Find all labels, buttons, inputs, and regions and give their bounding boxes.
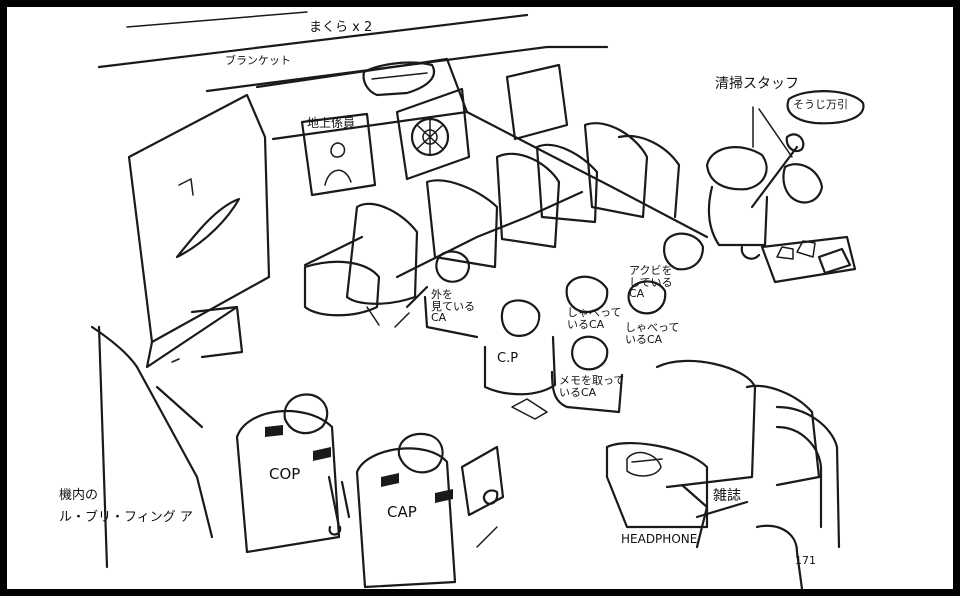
ca-chatting-1-label: しゃべって いるCA (567, 307, 621, 330)
caption-line1: 機内の (59, 488, 99, 503)
ca-memo-line1: メモを取って (559, 374, 625, 387)
headphone-label: HEADPHONE (621, 532, 698, 546)
ca-window-line3: CA (431, 311, 447, 325)
ca-chat1-line1: しゃべって (567, 306, 622, 319)
cp-label: C.P (497, 351, 519, 366)
cleaning-sign-label: そうじ万引 (793, 98, 848, 111)
ca-looking-outside-label: 外を 見ている CA (431, 289, 475, 324)
ca-window-line1: 外を (431, 288, 453, 301)
cop-label: COP (269, 465, 301, 483)
ca-taking-memo-label: メモを取って いるCA (559, 375, 624, 398)
ground-staff-label: 地上係員 (307, 116, 356, 130)
ca-memo-line2: いるCA (559, 385, 597, 399)
ca-chat1-line2: いるCA (567, 317, 605, 331)
ca-makeup-line3: CA (629, 287, 645, 301)
ca-chat2-line2: いるCA (625, 332, 663, 346)
ca-yawning-label: アクビを している CA (629, 265, 673, 300)
cleaning-staff-label: 清掃スタッフ (715, 76, 799, 92)
ca-makeup-line2: している (629, 275, 673, 289)
cabin-sketch (90, 11, 865, 589)
sketch-sheet: まくら x 2 ブランケット 地上係員 清掃スタッフ そうじ万引 外を 見ている… (7, 7, 953, 589)
magazine-label: 雑誌 (713, 488, 741, 504)
ca-chatting-2-label: しゃべって いるCA (625, 322, 679, 345)
ca-chat2-line1: しゃべって (625, 321, 680, 334)
ca-window-line2: 見ている (431, 299, 475, 313)
cap-label: CAP (387, 503, 417, 521)
caption: 機内の ル・ブリ・フィング ア (59, 489, 193, 524)
pillows-label: まくら x 2 (309, 20, 373, 35)
ca-makeup-line1: アクビを (629, 264, 673, 277)
blanket-label: ブランケット (225, 54, 291, 67)
page-number: 171 (795, 554, 816, 567)
caption-line2: ル・ブリ・フィング ア (59, 509, 193, 525)
